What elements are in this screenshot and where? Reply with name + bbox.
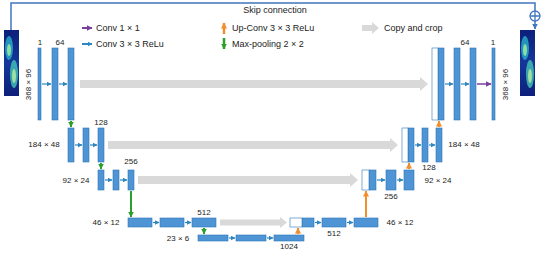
legend-swatch <box>223 23 226 34</box>
output-image <box>520 30 535 96</box>
channel-count: 128 <box>94 118 107 127</box>
channel-count: 128 <box>422 163 435 172</box>
size-label: 23 × 6 <box>167 234 189 243</box>
channel-count: 1024 <box>280 242 298 251</box>
legend-text: Conv 1 × 1 <box>96 23 140 33</box>
legend-text: Copy and crop <box>384 23 443 33</box>
size-label: 184 × 48 <box>28 140 59 149</box>
add-symbol <box>530 11 540 21</box>
size-label: 184 × 48 <box>448 140 479 149</box>
feature-maps <box>38 48 495 241</box>
channel-count: 512 <box>197 208 210 217</box>
conv1x1-arrow <box>477 83 491 85</box>
channel-count: 64 <box>461 38 470 47</box>
skip-arrow <box>534 21 536 29</box>
legend-swatch <box>82 43 92 45</box>
copy-crop-arrows <box>80 77 428 228</box>
size-label: 92 × 24 <box>425 176 452 185</box>
size-label: 92 × 24 <box>63 176 90 185</box>
channel-count: 64 <box>56 38 65 47</box>
legend-text: Max-pooling 2 × 2 <box>232 39 304 49</box>
channel-count: 256 <box>384 192 397 201</box>
size-label: 368 × 96 <box>502 68 511 99</box>
size-label: 368 × 96 <box>25 68 34 99</box>
channel-count: 512 <box>327 229 340 238</box>
conv-arrows <box>42 84 469 238</box>
copied-maps <box>290 48 438 227</box>
size-label: 46 × 12 <box>387 218 414 227</box>
legend-text: Conv 3 × 3 ReLu <box>96 39 164 49</box>
channel-count: 1 <box>38 38 42 47</box>
legend-swatch <box>362 22 379 34</box>
legend-text: Up-Conv 3 × 3 ReLu <box>232 23 314 33</box>
add-symbol-cross <box>530 11 540 21</box>
legend-swatch <box>82 27 92 29</box>
size-label: 46 × 12 <box>93 218 120 227</box>
legend-swatch <box>223 38 226 49</box>
connection-label: Skip connection <box>243 5 307 15</box>
upconv-arrows <box>298 121 439 234</box>
input-image <box>4 30 19 96</box>
pool-arrows <box>71 121 204 234</box>
channel-count: 256 <box>124 157 137 166</box>
channel-count: 1 <box>491 38 495 47</box>
